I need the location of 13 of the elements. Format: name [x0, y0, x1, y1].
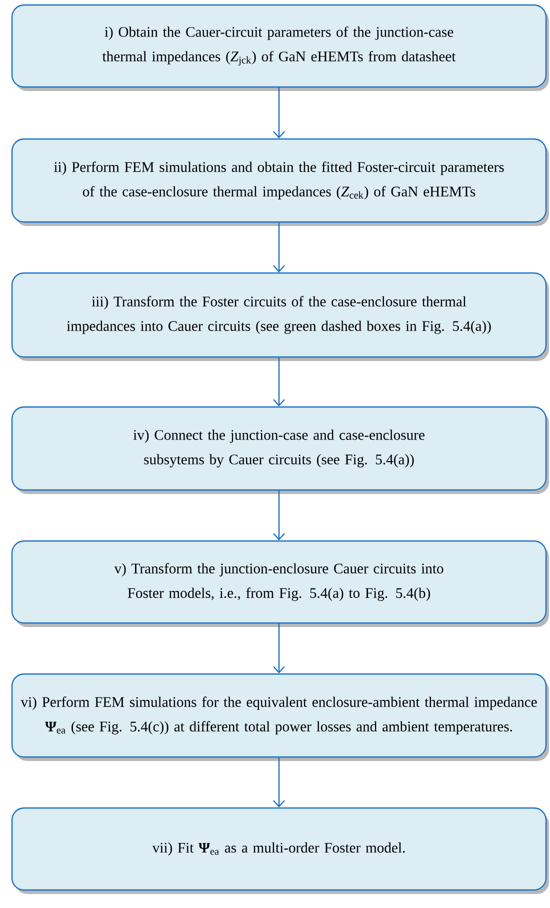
- process-box: ii) Perform FEM simulations and obtain the fitted Foster-circuit parameters of the case-enclosure thermal impedances (Z$_{cek}$) of GaN eHEMTs: [11, 138, 549, 226]
- process-box: i) Obtain the Cauer-circuit parameters of the junction-case thermal impedances (Z$_{jck}$) of GaN eHEMTs from datasheet: [11, 4, 549, 91]
- arrow: [273, 758, 285, 808]
- arrow: [273, 222, 285, 272]
- process-box: vii) Fit Ψ$_{ea}$ as a multi-order Foster model.: [11, 807, 549, 894]
- arrow: [273, 624, 285, 674]
- arrow: [273, 358, 285, 406]
- process-box: vi) Perform FEM simulations for the equivalent enclosure-ambient thermal impedance Ψ$_{ea}$ (see Fig. 5.4(c)) at different total power losses and ambient temperatures.: [11, 673, 549, 761]
- arrow: [273, 88, 285, 138]
- process-box: iii) Transform the Foster circuits of the case-enclosure thermal impedances into Cauer circuits (see green dashed boxes in Fig. 5.4(a)): [11, 272, 549, 361]
- process-box: v) Transform the junction-enclosure Cauer circuits into Foster models, i.e., from Fig. 5.4(a) to Fig. 5.4(b): [11, 540, 549, 627]
- process-box: iv) Connect the junction-case and case-enclosure subsytems by Cauer circuits (see Fig. 5.4(a)): [11, 406, 549, 494]
- arrow: [273, 490, 285, 540]
